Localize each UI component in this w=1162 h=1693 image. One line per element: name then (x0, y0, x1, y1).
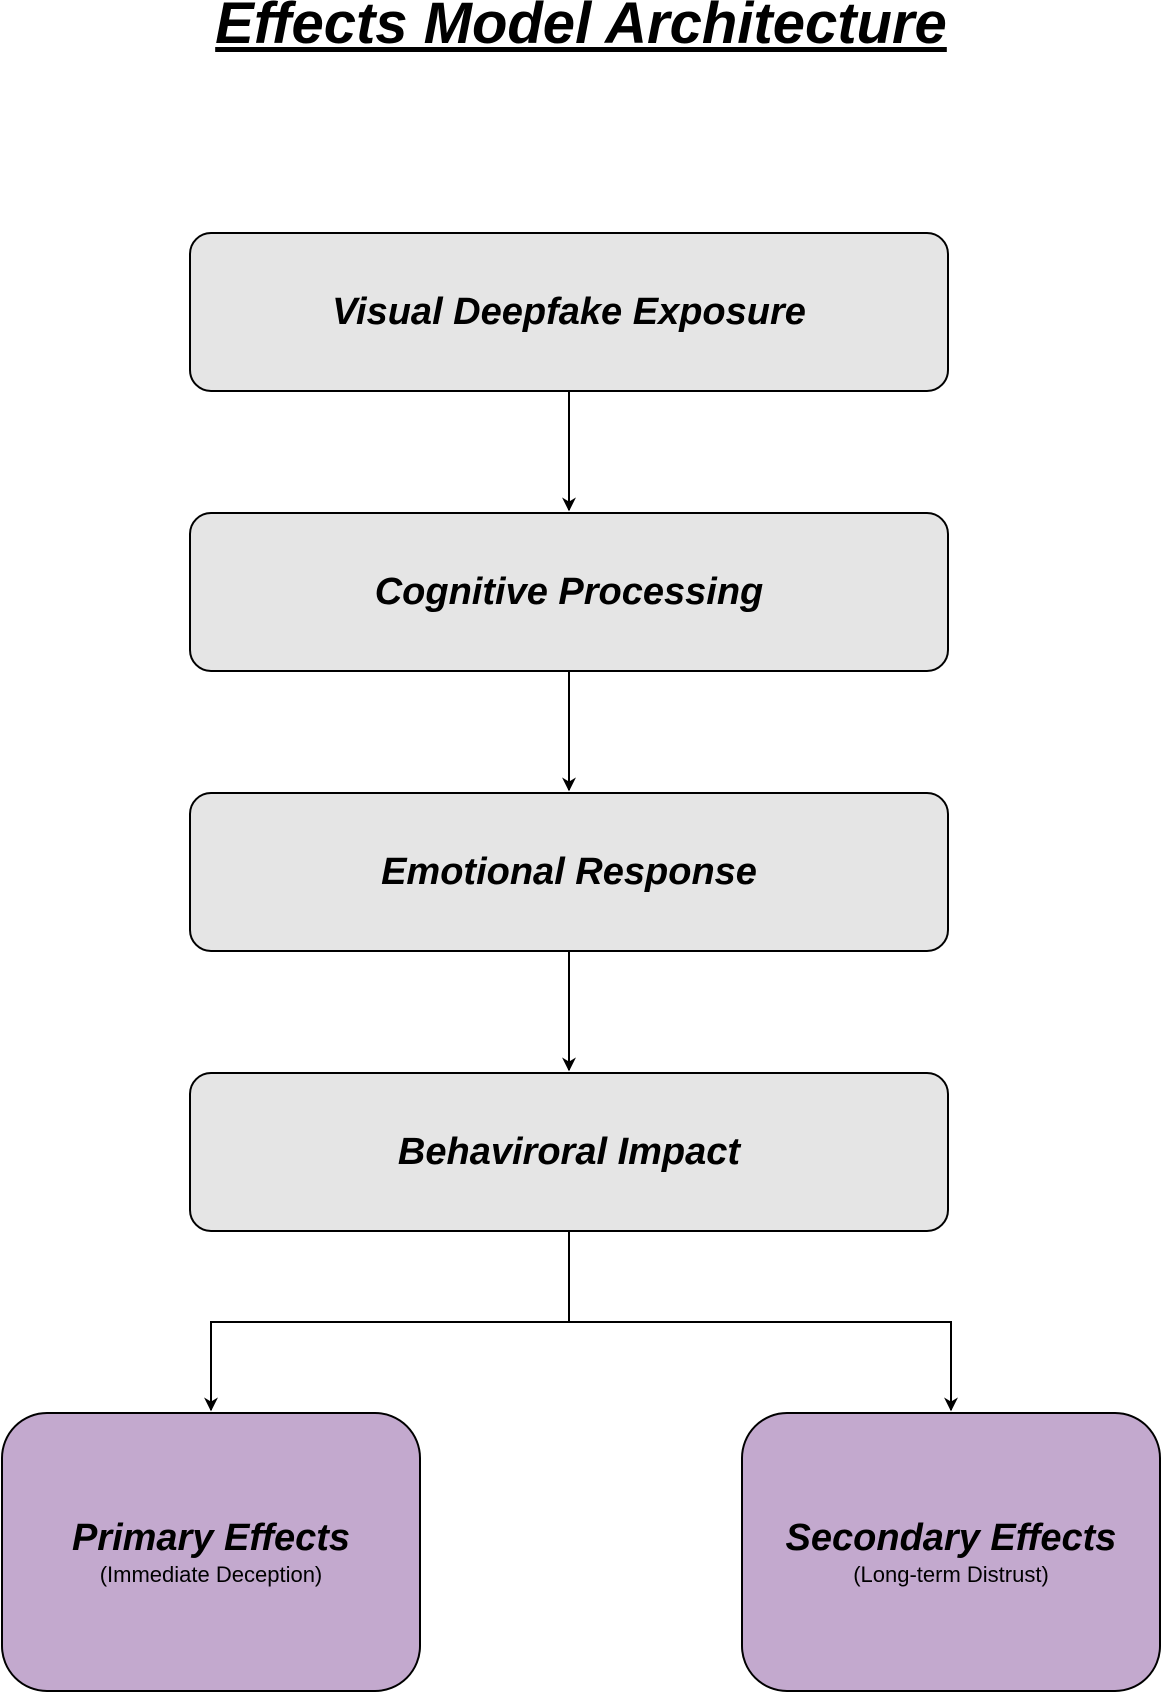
node-label: Primary Effects (71, 1517, 351, 1559)
node-emotional-response: Emotional Response (189, 792, 949, 952)
node-label: Cognitive Processing (374, 571, 764, 613)
node-cognitive-processing: Cognitive Processing (189, 512, 949, 672)
arrow-behavioral-to-primary (204, 1232, 570, 1412)
node-label: Secondary Effects (785, 1517, 1117, 1559)
node-behavioral-impact: Behaviroral Impact (189, 1072, 949, 1232)
arrow-behavioral-to-secondary (569, 1321, 958, 1412)
diagram-title: Effects Model Architecture (215, 0, 947, 56)
node-secondary-effects: Secondary Effects (Long-term Distrust) (741, 1412, 1161, 1692)
node-sublabel: (Immediate Deception) (99, 1562, 323, 1587)
node-label: Behaviroral Impact (397, 1131, 741, 1173)
node-primary-effects: Primary Effects (Immediate Deception) (1, 1412, 421, 1692)
node-label: Emotional Response (381, 851, 757, 893)
node-label: Visual Deepfake Exposure (332, 291, 806, 333)
node-visual-deepfake-exposure: Visual Deepfake Exposure (189, 232, 949, 392)
node-sublabel: (Long-term Distrust) (853, 1562, 1049, 1587)
